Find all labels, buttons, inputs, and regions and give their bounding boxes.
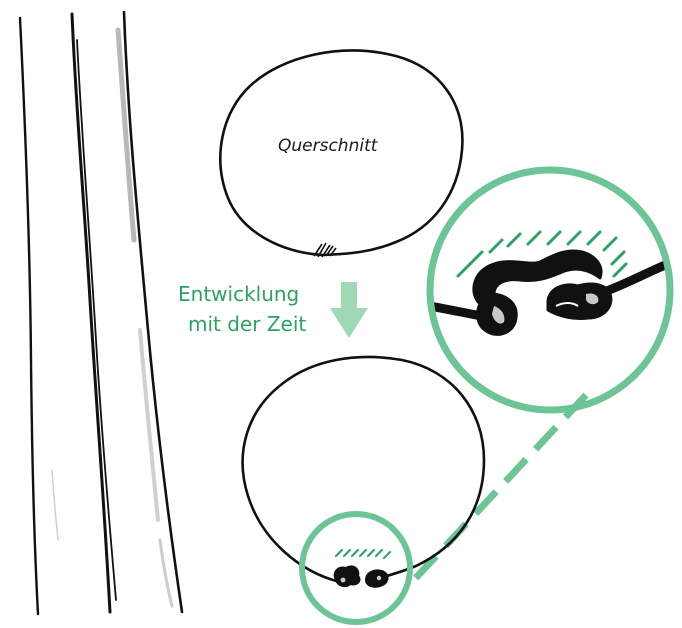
development-label-line1: Entwicklung [178, 282, 299, 306]
zoom-magnifier-circle [430, 170, 670, 410]
development-annotation: Entwicklung mit der Zeit [178, 282, 368, 338]
cross-section-initial: Querschnitt [220, 51, 462, 257]
cross-section-label: Querschnitt [278, 136, 379, 156]
trunk-side-view [20, 12, 182, 614]
trunk-outline-inner-left [72, 14, 110, 612]
development-label-line2: mit der Zeit [188, 312, 306, 336]
bark-line-magnified [430, 306, 482, 316]
trunk-outline-left [20, 18, 38, 614]
cross-section-later-outline [243, 357, 484, 582]
bark-shade-3 [160, 540, 172, 606]
magnified-detail [430, 170, 672, 410]
trunk-outline-inner-left-2 [77, 40, 116, 600]
small-callus-hatching [336, 550, 390, 558]
cross-section-later [243, 357, 484, 622]
wound-lip-right [548, 284, 611, 318]
bark-shade-4 [52, 470, 58, 540]
small-wound-detail [335, 566, 388, 586]
bark-shade-2 [140, 330, 158, 520]
down-arrow-icon [330, 282, 368, 338]
trunk-outline-right [124, 12, 182, 612]
